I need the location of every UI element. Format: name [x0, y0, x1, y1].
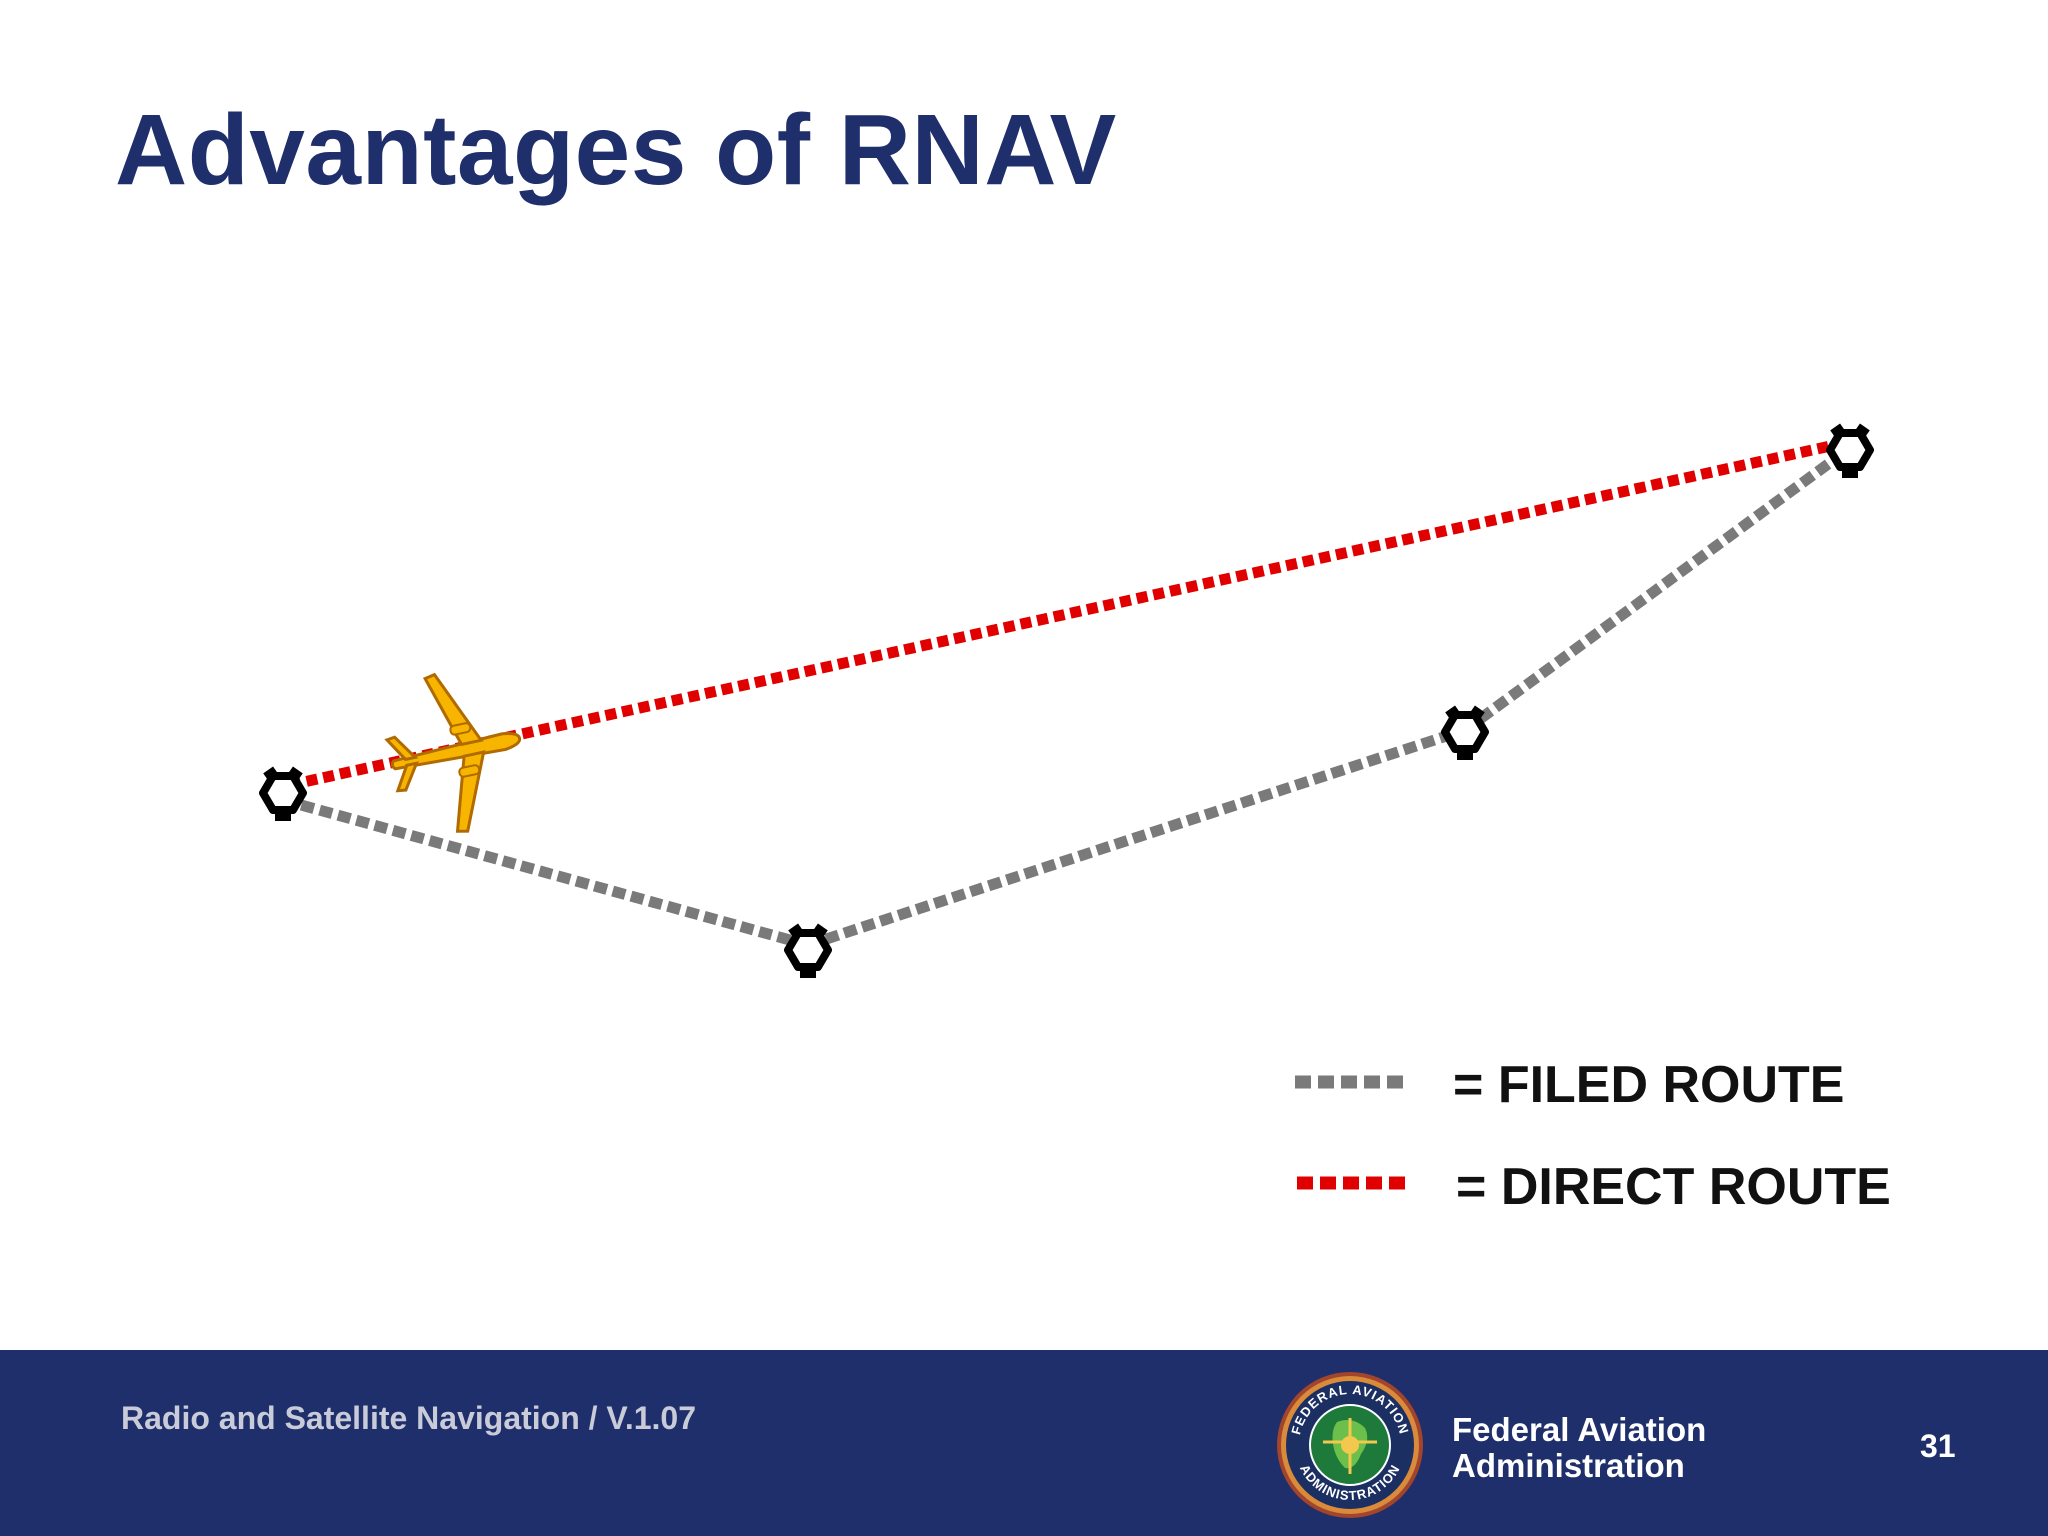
- vor-waypoint-icon: [263, 766, 303, 821]
- agency-name-line1: Federal Aviation: [1452, 1411, 1707, 1448]
- faa-seal-icon: FEDERAL AVIATION ADMINISTRATION: [1277, 1372, 1423, 1518]
- legend-direct-label: = DIRECT ROUTE: [1456, 1158, 1891, 1216]
- footer-bar: Radio and Satellite Navigation / V.1.07 …: [0, 1350, 2048, 1536]
- agency-name: Federal Aviation Administration: [1452, 1412, 1706, 1484]
- course-title: Radio and Satellite Navigation / V.1.07: [121, 1400, 696, 1436]
- vor-waypoint-icon: [1830, 423, 1870, 478]
- route-diagram: [0, 0, 2048, 1190]
- page-number: 31: [1920, 1428, 1956, 1464]
- filed-route: [281, 443, 1854, 951]
- agency-name-line2: Administration: [1452, 1447, 1685, 1484]
- vor-waypoint-icon: [788, 923, 828, 978]
- legend-filed-label: = FILED ROUTE: [1453, 1056, 1845, 1114]
- page-title: Advantages of RNAV: [115, 94, 1117, 206]
- airplane-icon: [384, 672, 522, 833]
- vor-waypoint-icon: [1445, 705, 1485, 760]
- direct-route: [288, 439, 1837, 791]
